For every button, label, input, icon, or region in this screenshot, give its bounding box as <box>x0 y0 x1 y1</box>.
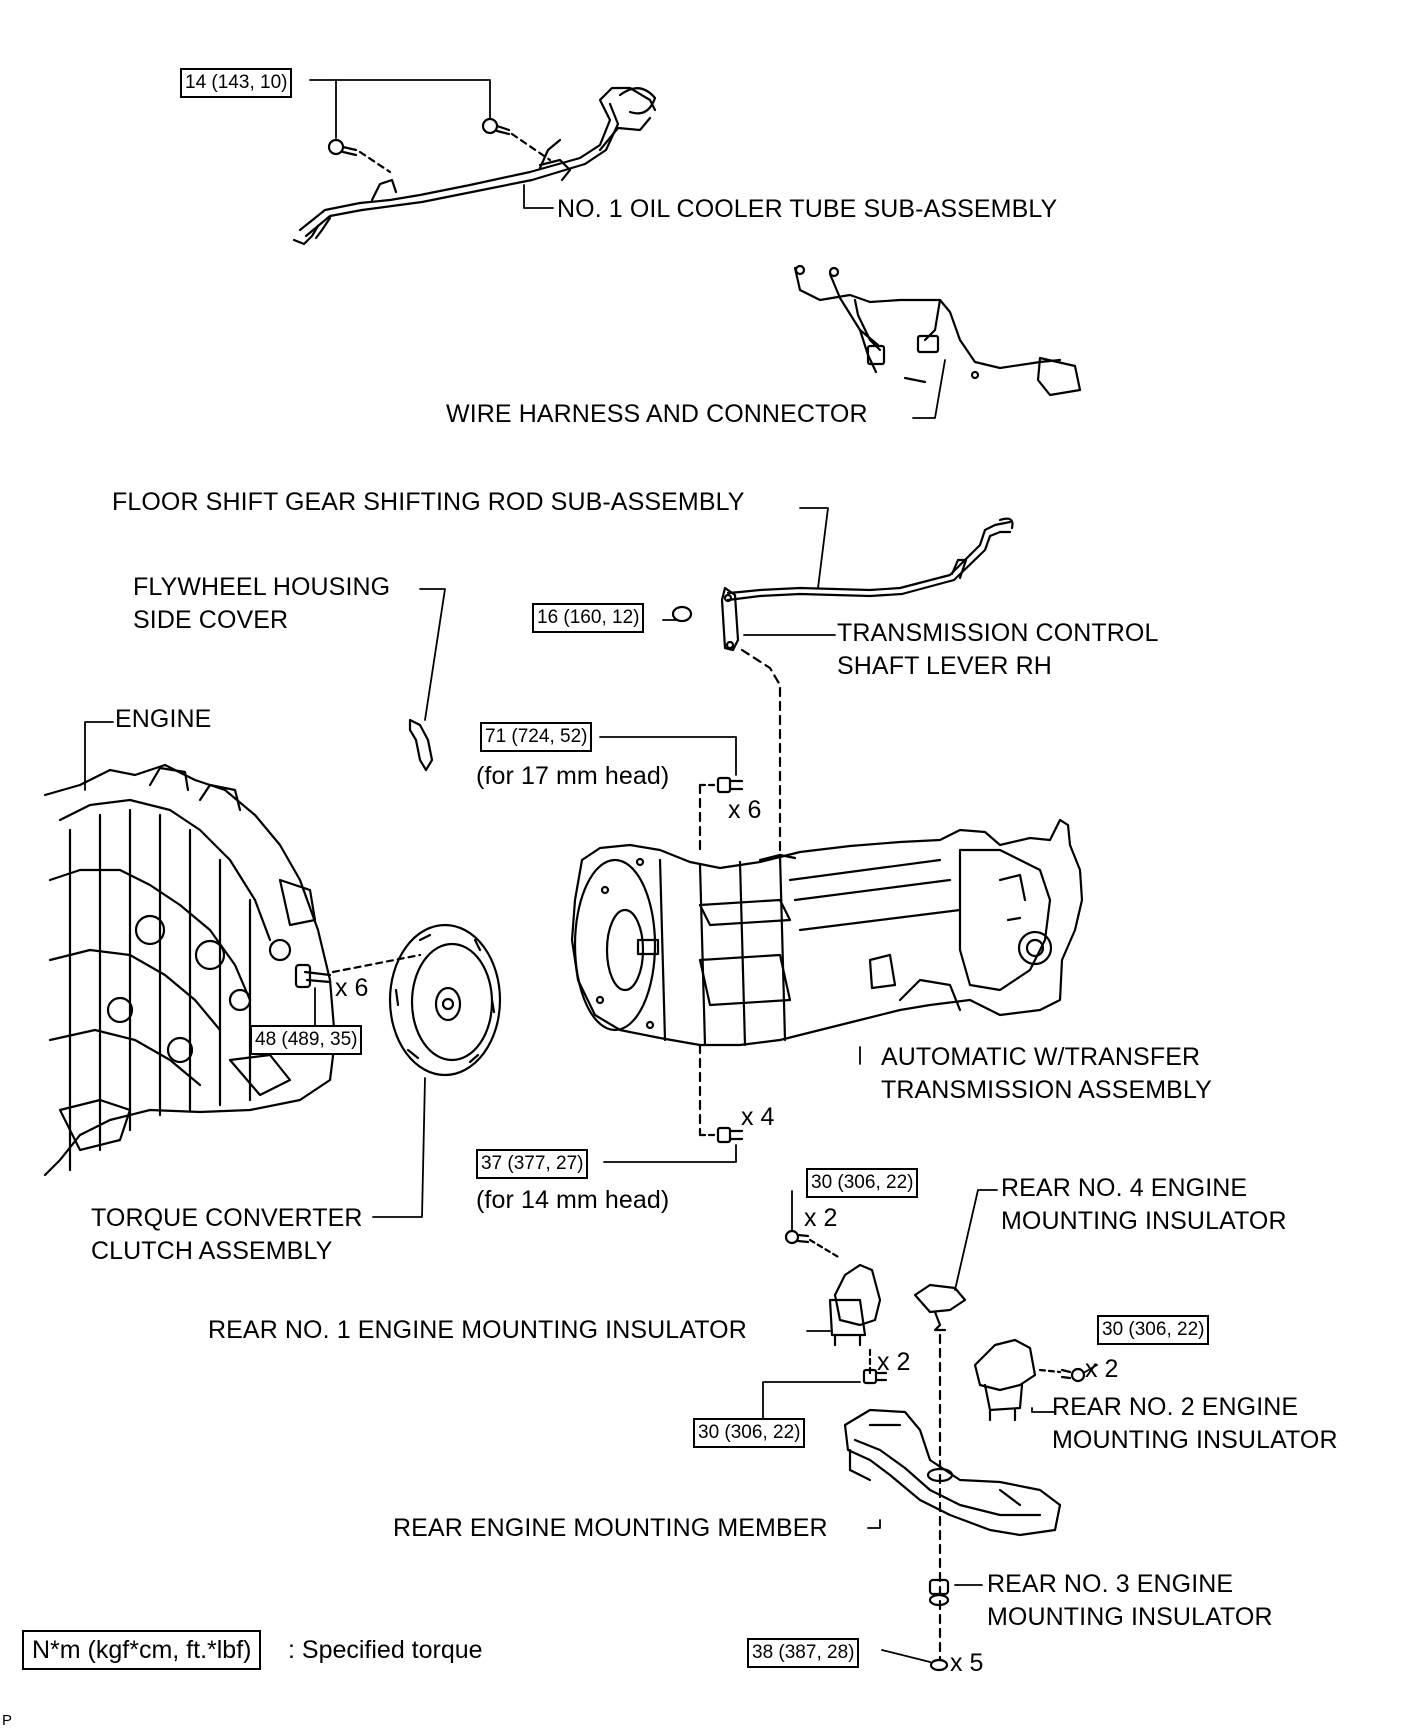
label-rear-no2-line1: REAR NO. 2 ENGINE <box>1052 1393 1299 1421</box>
label-torque-converter-line1: TORQUE CONVERTER <box>91 1204 363 1232</box>
flywheel-side-cover-illustration <box>408 718 434 772</box>
qty-rear-no2: x 2 <box>1085 1355 1119 1383</box>
shift-rod-illustration <box>671 517 1014 862</box>
rear-no1-insulator-illustration <box>784 1229 882 1347</box>
torque-converter-bolt: 48 (489, 35) <box>250 1025 363 1055</box>
torque-converter-illustration <box>294 923 502 1077</box>
label-engine: ENGINE <box>115 705 212 733</box>
qty-bolt-17mm: x 6 <box>728 796 762 824</box>
torque-rear-no3-nut: 38 (387, 28) <box>747 1638 860 1668</box>
label-flywheel-cover-line2: SIDE COVER <box>133 606 289 634</box>
torque-bolt-17mm: 71 (724, 52) <box>480 722 593 752</box>
qty-bolt-14mm: x 4 <box>741 1103 775 1131</box>
label-flywheel-cover-line1: FLYWHEEL HOUSING <box>133 573 391 601</box>
torque-oil-tube: 14 (143, 10) <box>180 68 293 98</box>
label-torque-converter-line2: CLUTCH ASSEMBLY <box>91 1237 333 1265</box>
rear-no3-insulator-illustration <box>928 1578 950 1672</box>
corner-mark: P <box>2 1712 13 1729</box>
label-rear-no4-line2: MOUNTING INSULATOR <box>1001 1207 1287 1235</box>
leader-lines <box>84 79 1098 1663</box>
label-oil-cooler-tube: NO. 1 OIL COOLER TUBE SUB-ASSEMBLY <box>557 195 1058 223</box>
engine-illustration <box>43 763 337 1177</box>
legend-unit-box: N*m (kgf*cm, ft.*lbf) <box>22 1630 262 1670</box>
torque-rear-no1-bolt: 30 (306, 22) <box>806 1168 919 1198</box>
label-wire-harness: WIRE HARNESS AND CONNECTOR <box>446 400 868 428</box>
label-auto-trans-line1: AUTOMATIC W/TRANSFER <box>881 1043 1201 1071</box>
label-note-17mm: (for 17 mm head) <box>476 762 670 790</box>
label-rear-no4-line1: REAR NO. 4 ENGINE <box>1001 1174 1248 1202</box>
label-rear-no3-line1: REAR NO. 3 ENGINE <box>987 1570 1234 1598</box>
oil-cooler-tube-illustration <box>292 86 657 246</box>
wire-harness-illustration <box>793 264 1082 397</box>
rear-no2-insulator-illustration <box>973 1338 1086 1422</box>
label-floor-shift-rod: FLOOR SHIFT GEAR SHIFTING ROD SUB-ASSEMB… <box>112 488 745 516</box>
mounting-member-illustration <box>843 1408 1062 1537</box>
torque-bolt-14mm: 37 (377, 27) <box>476 1149 589 1179</box>
label-auto-trans-line2: TRANSMISSION ASSEMBLY <box>881 1076 1212 1104</box>
label-rear-no1: REAR NO. 1 ENGINE MOUNTING INSULATOR <box>208 1316 747 1344</box>
label-mounting-member: REAR ENGINE MOUNTING MEMBER <box>393 1514 828 1542</box>
label-note-14mm: (for 14 mm head) <box>476 1186 670 1214</box>
label-control-lever-line1: TRANSMISSION CONTROL <box>837 619 1159 647</box>
torque-rear-no2-bolt: 30 (306, 22) <box>1097 1315 1210 1345</box>
torque-member-bolt: 30 (306, 22) <box>693 1418 806 1448</box>
torque-lever: 16 (160, 12) <box>532 603 645 633</box>
qty-rear-no3: x 5 <box>950 1649 984 1677</box>
automatic-transmission-illustration <box>570 783 1084 1137</box>
legend-meaning: : Specified torque <box>288 1636 483 1664</box>
qty-member-bolt: x 2 <box>877 1348 911 1376</box>
transmission-bolts-illustration <box>698 776 744 1144</box>
qty-converter-bolt: x 6 <box>335 974 369 1002</box>
qty-rear-no1: x 2 <box>804 1204 838 1232</box>
label-control-lever-line2: SHAFT LEVER RH <box>837 652 1052 680</box>
label-rear-no3-line2: MOUNTING INSULATOR <box>987 1603 1273 1631</box>
label-rear-no2-line2: MOUNTING INSULATOR <box>1052 1426 1338 1454</box>
